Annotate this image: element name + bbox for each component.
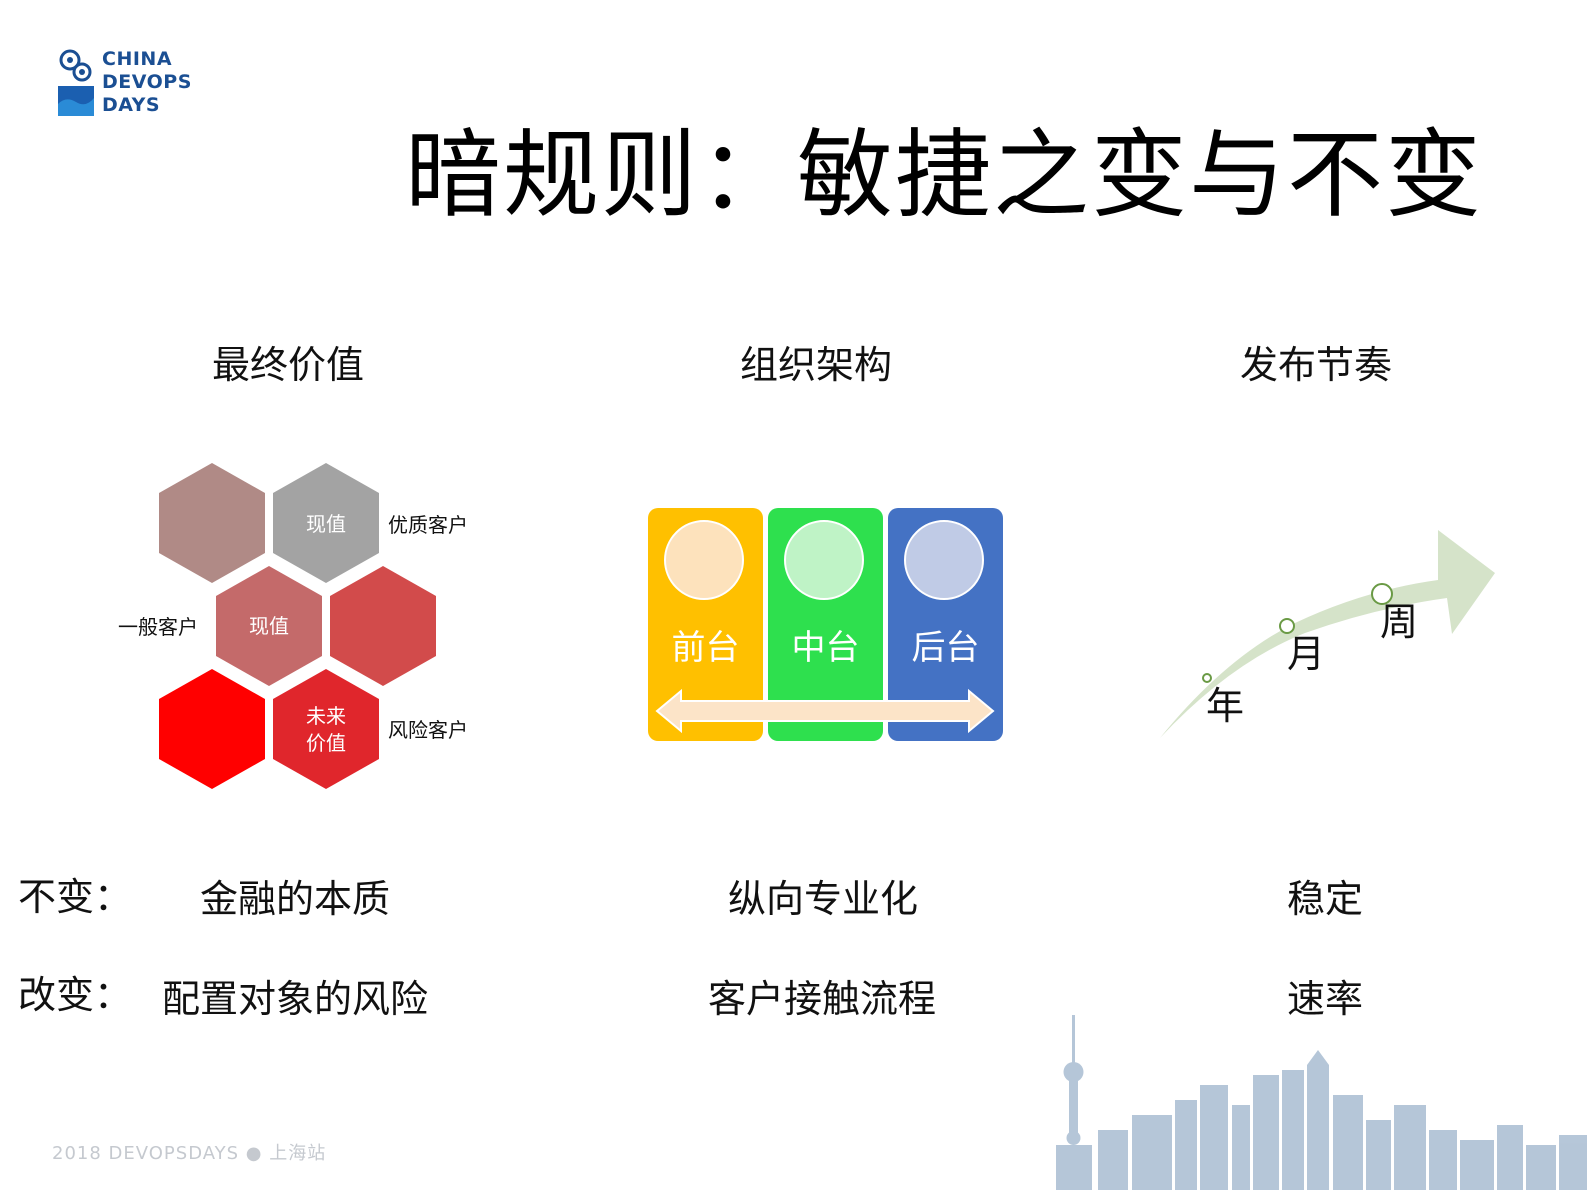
release-point-month: 月 [1287, 632, 1326, 676]
release-point-week: 周 [1380, 600, 1419, 644]
dot-year-icon [1202, 673, 1212, 683]
changed-release: 速率 [1287, 977, 1364, 1021]
org-circle-middle [784, 520, 864, 600]
label-general-customers: 一般客户 [118, 615, 198, 639]
changed-value: 配置对象的风险 [162, 977, 429, 1021]
label-quality-customers: 优质客户 [388, 513, 468, 537]
org-circle-back [904, 520, 984, 600]
logo-line-1: CHINA [102, 48, 173, 70]
devops-logo-icon [58, 49, 94, 116]
column-title-org: 组织架构 [740, 343, 893, 387]
hexagon-red-soft [330, 566, 436, 686]
footer-text: 2018 DEVOPSDAYS ● 上海站 [52, 1143, 327, 1164]
growth-arrow-icon [1160, 530, 1495, 738]
unchanged-value: 金融的本质 [200, 877, 391, 921]
hexagon-gray [273, 463, 379, 583]
org-label-back: 后台 [911, 628, 980, 668]
hexagon-red [159, 669, 265, 789]
column-title-release: 发布节奏 [1240, 343, 1393, 387]
release-cadence-arrow [1160, 530, 1495, 738]
org-label-front: 前台 [671, 628, 740, 668]
shanghai-skyline-image [1056, 1015, 1587, 1190]
hexagon-label-current-1: 现值 [306, 512, 346, 536]
row-label-changed: 改变： [18, 973, 133, 1017]
hexagon-mauve [159, 463, 265, 583]
slide-title: 暗规则：敏捷之变与不变 [405, 119, 1483, 231]
hexagon-label-future-2: 价值 [306, 731, 346, 755]
dot-week-icon [1371, 583, 1393, 605]
release-point-year: 年 [1206, 684, 1245, 728]
double-arrow-icon [655, 688, 995, 734]
column-title-value: 最终价值 [212, 343, 365, 387]
hexagon-rose [216, 566, 322, 686]
hexagon-crimson [273, 669, 379, 789]
unchanged-org: 纵向专业化 [728, 877, 919, 921]
changed-org: 客户接触流程 [708, 977, 937, 1021]
unchanged-release: 稳定 [1287, 877, 1364, 921]
org-label-middle: 中台 [791, 628, 860, 668]
hexagon-label-current-2: 现值 [249, 614, 289, 638]
china-devops-days-logo: CHINA DEVOPS DAYS [56, 44, 206, 120]
value-hexagon-diagram: 现值 现值 未来 价值 [159, 463, 436, 789]
hexagon-label-future-1: 未来 [306, 704, 346, 728]
row-label-unchanged: 不变： [18, 875, 133, 919]
label-risk-customers: 风险客户 [388, 718, 468, 742]
dot-month-icon [1279, 618, 1295, 634]
logo-line-3: DAYS [102, 94, 161, 116]
logo-line-2: DEVOPS [102, 71, 192, 93]
org-circle-front [664, 520, 744, 600]
